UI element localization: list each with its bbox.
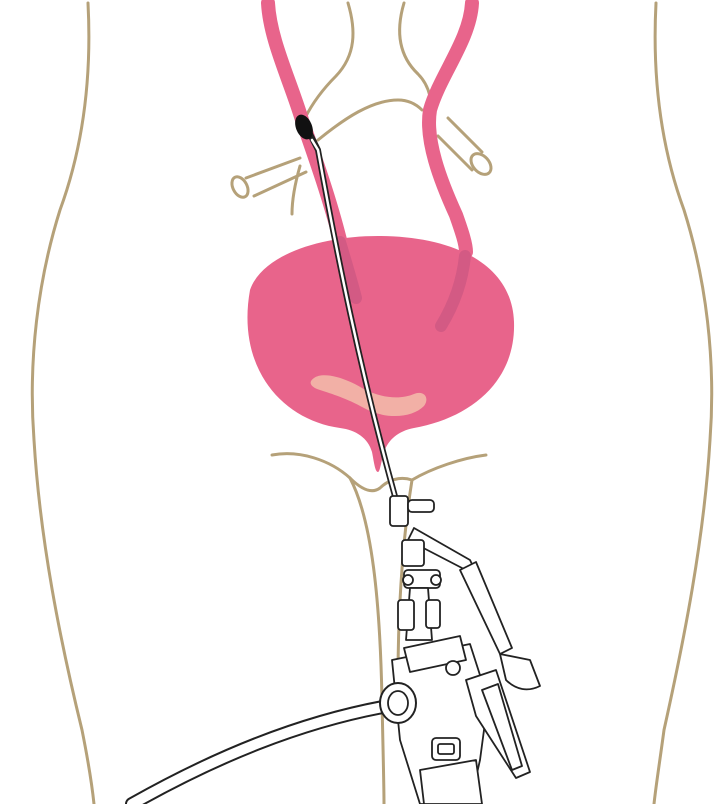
valve-upper xyxy=(402,540,424,566)
valve-lower xyxy=(398,600,414,630)
irrigation-tube-outline xyxy=(132,704,400,804)
vessel-arch xyxy=(318,100,422,140)
valve-knob-left xyxy=(403,575,413,585)
irrigation-tube-group xyxy=(132,683,416,804)
right-vessel-end xyxy=(467,150,495,179)
right-vessel-upper xyxy=(400,3,430,96)
left-vessel-upper xyxy=(305,3,353,118)
left-vessel-branch xyxy=(246,158,306,214)
right-torso-contour xyxy=(654,3,712,804)
entry-hub xyxy=(390,496,408,526)
right-ureter xyxy=(429,3,472,252)
handle-window-inner xyxy=(438,744,454,754)
handle-port xyxy=(446,661,460,675)
side-port xyxy=(408,500,434,512)
valve-lower-right xyxy=(426,600,440,628)
right-vessel-branch xyxy=(438,118,482,170)
scope-handle xyxy=(390,496,540,804)
tube-connector-inner xyxy=(388,691,408,715)
eyepiece-cup xyxy=(500,654,540,689)
left-torso-contour xyxy=(32,3,94,804)
eyepiece-shaft xyxy=(460,562,512,654)
valve-knob-right xyxy=(431,575,441,585)
left-inner-thigh xyxy=(350,478,384,804)
